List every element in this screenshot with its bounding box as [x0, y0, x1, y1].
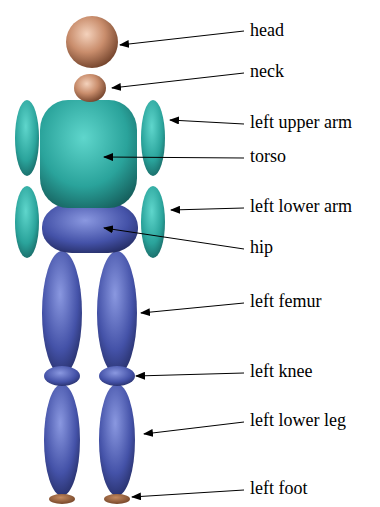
part-label: hip: [250, 238, 273, 258]
part-label: left knee: [250, 362, 312, 382]
part-label: left lower arm: [250, 197, 352, 217]
part-label: neck: [250, 62, 284, 82]
part-label: left lower leg: [250, 411, 346, 431]
part-label: left femur: [250, 292, 321, 312]
part-label: head: [250, 21, 284, 41]
part-label: left foot: [250, 479, 307, 499]
part-label: torso: [250, 147, 286, 167]
part-label: left upper arm: [250, 113, 352, 133]
